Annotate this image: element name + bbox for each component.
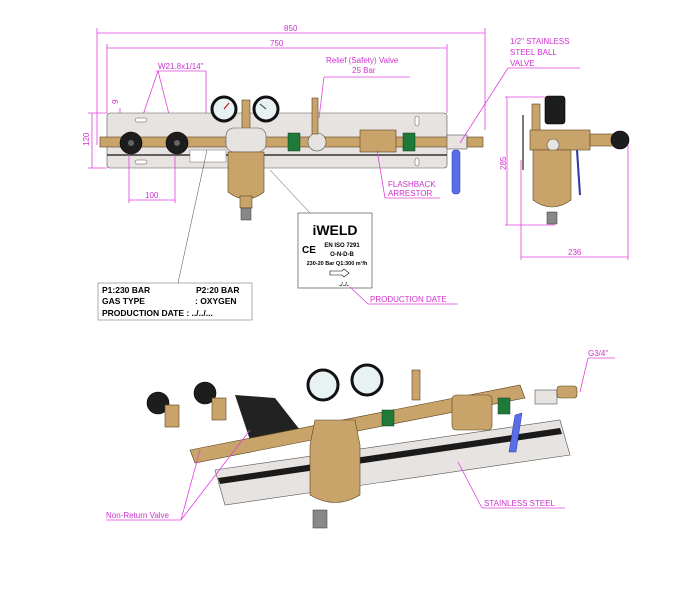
relief-valve-pressure-label: 25 Bar bbox=[352, 66, 376, 75]
rating-plate: iWELD CE EN ISO 7291 O-N-D-B 230-20 Bar … bbox=[269, 169, 458, 305]
iso-gauge-1 bbox=[306, 368, 340, 402]
label-production-date: PRODUCTION DATE : ../../... bbox=[102, 308, 213, 318]
front-view: 850 750 120 9 W21.8x1/14" bbox=[82, 24, 580, 221]
dimension-side-depth: 236 bbox=[520, 145, 629, 260]
callout-non-return-valve: Non-Return Valve bbox=[106, 429, 251, 521]
iso-valve-knob-1 bbox=[146, 391, 180, 428]
pressure-regulator bbox=[225, 99, 267, 221]
ball-valve-label-1: 1/2" STAINLESS bbox=[510, 37, 570, 46]
relief-valve bbox=[307, 97, 327, 152]
dimension-236-label: 236 bbox=[568, 248, 582, 257]
dimension-285-label: 285 bbox=[499, 156, 508, 170]
brand-logo: iWELD bbox=[312, 222, 357, 238]
ball-valve-handle[interactable] bbox=[451, 149, 461, 195]
arrestor-fitting bbox=[402, 132, 416, 152]
callout-relief-valve: Relief (Safety) Valve 25 Bar bbox=[318, 56, 410, 119]
side-valve-knob bbox=[610, 130, 630, 150]
dimension-100-label: 100 bbox=[145, 191, 159, 200]
info-label: P1:230 BAR P2:20 BAR GAS TYPE : OXYGEN P… bbox=[97, 149, 253, 321]
dimension-overall-length: 850 bbox=[96, 24, 486, 145]
dimension-750-label: 750 bbox=[270, 39, 284, 48]
inlet-valve-1[interactable] bbox=[119, 131, 143, 155]
dimension-plate-length: 750 bbox=[106, 39, 448, 113]
dimension-850-label: 850 bbox=[284, 24, 298, 33]
dimension-side-height: 285 bbox=[499, 96, 555, 226]
dimension-plate-height: 120 bbox=[82, 112, 107, 169]
p2-text: P2:20 BAR bbox=[196, 285, 239, 295]
iso-flashback-arrestor bbox=[451, 394, 493, 431]
iso-gauge-2 bbox=[350, 363, 384, 397]
callout-outlet-thread: G3/4" bbox=[579, 349, 615, 393]
inlet-thread-label: W21.8x1/14" bbox=[158, 62, 204, 71]
ball-valve[interactable] bbox=[446, 134, 484, 195]
callout-flashback: FLASHBACK ARRESTOR bbox=[376, 149, 440, 199]
gas-type-label: GAS TYPE bbox=[102, 296, 145, 306]
iso-valve-knob-2 bbox=[193, 381, 227, 421]
ball-valve-label-2: STEEL BALL bbox=[510, 48, 557, 57]
side-gauge bbox=[544, 95, 566, 125]
standard-text: EN ISO 7291 bbox=[324, 243, 360, 249]
p1-text: P1:230 BAR bbox=[102, 285, 150, 295]
outlet-thread-label: G3/4" bbox=[588, 349, 608, 358]
relief-valve-label: Relief (Safety) Valve bbox=[326, 56, 399, 65]
flashback-label-1: FLASHBACK bbox=[388, 180, 436, 189]
inlet-pressure-gauge bbox=[210, 95, 238, 123]
flashback-label-2: ARRESTOR bbox=[388, 189, 433, 198]
outlet-pressure-gauge bbox=[252, 95, 280, 123]
iso-ball-valve-handle bbox=[508, 412, 523, 453]
iso-pipe bbox=[189, 384, 526, 464]
gas-type-value: : OXYGEN bbox=[195, 296, 237, 306]
outlet-fitting bbox=[287, 132, 301, 152]
code-text: O-N-D-B bbox=[330, 252, 354, 258]
stainless-steel-label: STAINLESS STEEL bbox=[484, 499, 556, 508]
rating-text: 230-20 Bar Q1:300 m³/h bbox=[307, 260, 368, 267]
non-return-valve-label: Non-Return Valve bbox=[106, 511, 170, 520]
dimension-valve-spacing: 100 bbox=[128, 155, 176, 203]
ce-mark: CE bbox=[302, 245, 316, 256]
side-view: 285 236 bbox=[499, 95, 630, 260]
rating-date: ../../.. bbox=[338, 282, 350, 288]
production-date-label: PRODUCTION DATE bbox=[370, 295, 447, 304]
inlet-valve-2[interactable] bbox=[165, 131, 189, 155]
dimension-9-label: 9 bbox=[111, 99, 120, 104]
flow-arrow-icon bbox=[329, 268, 350, 278]
callout-ball-valve: 1/2" STAINLESS STEEL BALL VALVE bbox=[459, 37, 580, 144]
iso-regulator bbox=[309, 419, 361, 503]
isometric-view: G3/4" Non-Return Valve STAINLESS STEEL bbox=[106, 349, 615, 529]
ball-valve-label-3: VALVE bbox=[510, 59, 535, 68]
flashback-arrestor bbox=[359, 129, 397, 153]
dimension-120-label: 120 bbox=[82, 132, 91, 146]
callout-stainless-steel: STAINLESS STEEL bbox=[457, 461, 565, 509]
